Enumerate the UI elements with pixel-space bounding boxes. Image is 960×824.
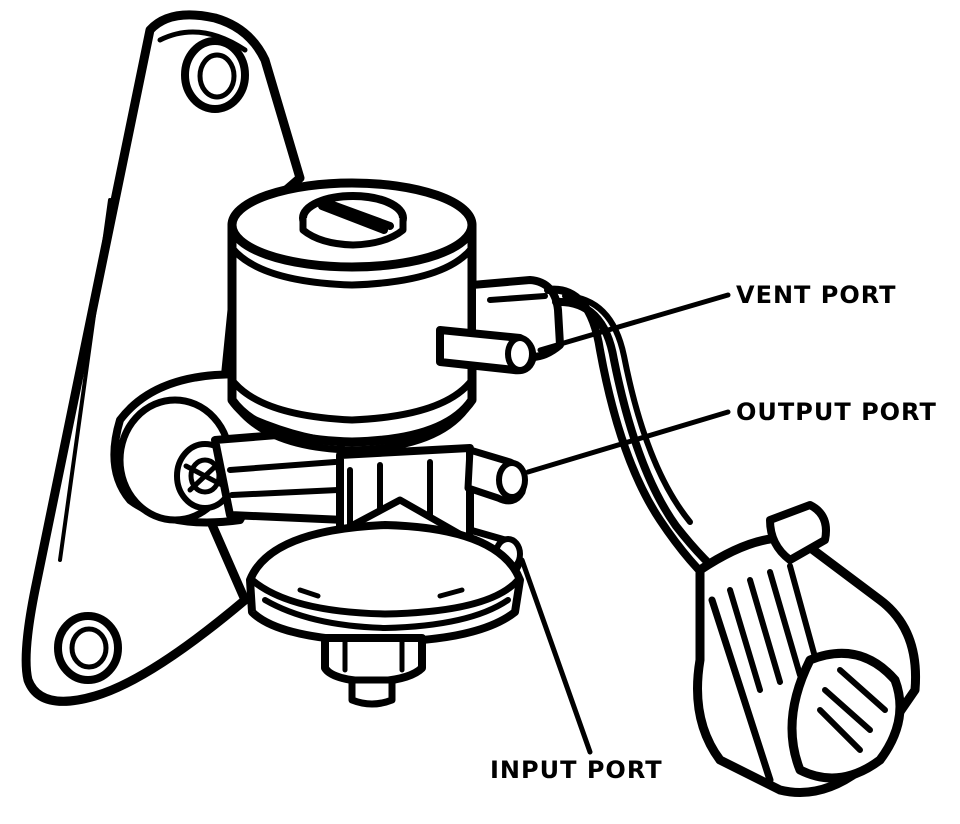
input-port-leader (519, 557, 593, 755)
lower-mounting-hole (54, 612, 122, 684)
vent-port-leader (537, 292, 731, 353)
wire-harness (544, 285, 736, 594)
wire-connector-plug (693, 501, 921, 797)
input-port-label: INPUT PORT (490, 756, 663, 784)
adjuster-stem (321, 634, 426, 708)
output-port-label: OUTPUT PORT (736, 398, 937, 426)
vent-port-label: VENT PORT (736, 281, 897, 309)
diaphragm-housing (246, 521, 524, 646)
output-port-nipple (464, 446, 528, 505)
vent-port-nipple (436, 326, 537, 375)
upper-mounting-hole (181, 37, 249, 113)
mounting-bracket (21, 10, 305, 706)
output-port-leader (525, 409, 731, 475)
top-screw (299, 192, 407, 249)
